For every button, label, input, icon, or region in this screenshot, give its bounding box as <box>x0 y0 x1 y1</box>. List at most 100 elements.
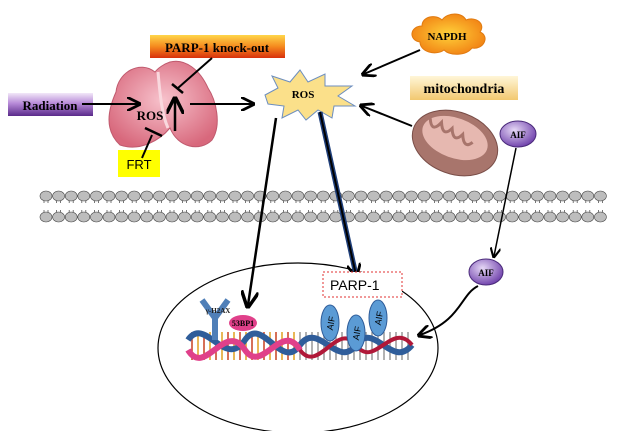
lipid-head <box>316 211 330 223</box>
napdh-to-ros-arrow <box>364 49 421 74</box>
ros-to-dna-arrow <box>248 117 278 305</box>
lipid-head <box>291 190 305 202</box>
lipid-head <box>442 190 456 202</box>
lipid-head <box>480 190 494 202</box>
aif-to-nucleus-arrow <box>420 285 479 335</box>
lipid-head <box>291 211 305 223</box>
lipid-head <box>354 211 368 223</box>
lipid-head <box>127 190 141 202</box>
lipid-head <box>354 190 368 202</box>
lipid-head <box>266 211 280 223</box>
lipid-head <box>115 190 128 202</box>
lipid-head <box>543 211 557 223</box>
mitochondrion <box>411 109 499 177</box>
53bp1-protein: 53BP1 <box>229 315 257 331</box>
53bp1-label: 53BP1 <box>232 319 254 328</box>
lipid-head <box>392 211 406 223</box>
aif-dna-2: AIF <box>346 314 366 352</box>
lipid-head <box>90 211 103 223</box>
lipid-head <box>531 190 544 202</box>
lipid-head <box>165 211 179 223</box>
aif-mito-label: AIF <box>510 130 526 140</box>
aif-dna-3: AIF <box>368 299 388 337</box>
lipid-head <box>505 190 519 202</box>
lipid-head <box>190 190 204 202</box>
lipid-head <box>493 190 506 202</box>
mitochondria-label: mitochondria <box>424 82 505 97</box>
lipid-head <box>190 211 204 223</box>
lipid-head <box>455 190 469 202</box>
lipid-head <box>594 211 607 223</box>
lipid-head <box>203 211 217 223</box>
lipid-head <box>405 211 418 223</box>
mitochondria-box: mitochondria <box>410 76 518 100</box>
lipid-head <box>266 190 280 202</box>
lipid-head <box>241 190 254 202</box>
frt-label: FRT <box>126 157 151 172</box>
lipid-head <box>531 211 544 223</box>
radiation-box: Radiation <box>8 93 93 116</box>
parp1-box: PARP-1 <box>322 271 403 298</box>
lipid-head <box>568 211 582 223</box>
lipid-head <box>203 190 217 202</box>
radiation-label: Radiation <box>23 98 79 113</box>
lipid-head <box>228 190 242 202</box>
h2ax-label: γ-H2AX <box>205 307 231 315</box>
parp1-label: PARP-1 <box>330 277 380 293</box>
lipid-head <box>140 211 154 223</box>
napdh-label: NAPDH <box>427 31 467 43</box>
lipid-head <box>568 190 582 202</box>
lipid-head <box>581 190 595 202</box>
lipid-head <box>518 211 532 223</box>
lipid-head <box>39 211 53 223</box>
lipid-head <box>442 211 456 223</box>
aif-dna-2-label: AIF <box>351 325 363 341</box>
lipid-head <box>102 211 116 223</box>
napdh-cloud: NAPDH <box>411 13 486 55</box>
lipid-head <box>594 190 607 202</box>
aif-translocation-arrow <box>494 147 517 256</box>
lipid-head <box>304 211 317 223</box>
ros-tissue-label: ROS <box>137 108 164 123</box>
lipid-head <box>468 190 481 202</box>
lipid-head <box>39 190 53 202</box>
aif-dna-3-label: AIF <box>373 310 385 326</box>
lipid-head <box>178 211 191 223</box>
lipid-head <box>417 211 431 223</box>
lipid-head <box>581 211 595 223</box>
frt-inhibition-bar <box>144 126 163 138</box>
lipid-head <box>153 211 166 223</box>
aif-mitochondrial: AIF <box>499 120 537 148</box>
lipid-head <box>468 211 481 223</box>
knockout-inhibition-line <box>177 57 213 89</box>
frt-inhibition-line <box>141 134 153 159</box>
lipid-head <box>127 211 141 223</box>
dna-helix <box>185 330 415 361</box>
lipid-head <box>304 190 317 202</box>
lipid-head <box>90 190 103 202</box>
lipid-head <box>367 211 380 223</box>
aif-cytosol-label: AIF <box>478 268 494 278</box>
lipid-head <box>153 190 166 202</box>
lipid-head <box>178 190 191 202</box>
lipid-head <box>392 190 406 202</box>
lipid-head <box>140 190 154 202</box>
lipid-head <box>556 190 569 202</box>
parp1-knockout-label: PARP-1 knock-out <box>165 40 270 55</box>
lipid-head <box>115 211 128 223</box>
lipid-head <box>367 190 380 202</box>
lipid-head <box>52 190 65 202</box>
lipid-head <box>379 190 393 202</box>
aif-dna-1: AIF <box>320 304 340 342</box>
frt-box: FRT <box>118 150 160 177</box>
lipid-head <box>64 190 78 202</box>
knockout-inhibition-bar <box>171 83 184 94</box>
lipid-head <box>493 211 506 223</box>
lipid-head <box>77 190 91 202</box>
lipid-head <box>241 211 254 223</box>
lipid-head <box>379 211 393 223</box>
nucleus <box>157 262 439 431</box>
gamma-h2ax-antibody: γ-H2AX <box>199 298 231 340</box>
lipid-head <box>556 211 569 223</box>
aif-cytosolic: AIF <box>468 258 504 286</box>
